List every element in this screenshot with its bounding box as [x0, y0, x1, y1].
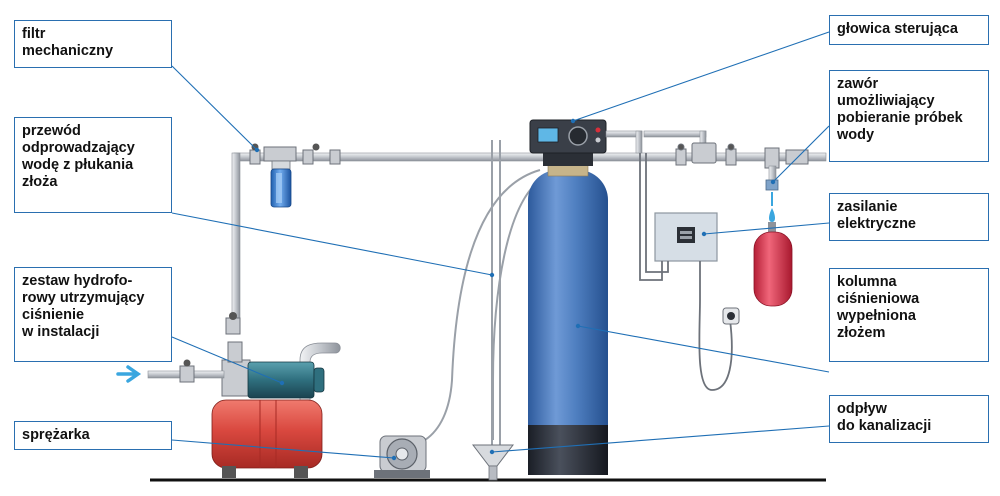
label-glowica-sterujaca: głowica sterująca [829, 15, 989, 45]
label-odplyw-kanalizacja: odpływ do kanalizacji [829, 395, 989, 443]
pressure-column [528, 161, 608, 475]
power-cables [639, 153, 733, 391]
label-filtr-mechaniczny: filtr mechaniczny [14, 20, 172, 68]
mechanical-filter [249, 143, 341, 208]
expansion-vessel [753, 222, 793, 307]
leader-lines [171, 31, 830, 461]
inlet-arrow-icon [116, 365, 142, 383]
label-sprezarka: sprężarka [14, 421, 172, 450]
bypass-valves [675, 142, 737, 166]
hydrophore-set [211, 312, 341, 478]
label-zasilanie-elektryczne: zasilanie elektryczne [829, 193, 989, 241]
label-zestaw-hydroforowy: zestaw hydrofo- rowy utrzymujący ciśnien… [14, 267, 172, 362]
label-kolumna-cisnieniowa: kolumna ciśnieniowa wypełniona złożem [829, 268, 989, 362]
control-head [529, 119, 607, 166]
label-zawor-probki: zawór umożliwiający pobieranie próbek wo… [829, 70, 989, 162]
inlet-valve [179, 359, 195, 383]
power-socket-icon [722, 307, 740, 325]
drain-funnel [471, 444, 515, 481]
water-drop-icon [769, 208, 775, 222]
compressor [374, 435, 430, 478]
electrical-box [654, 212, 718, 262]
label-przewod-odprowadzajacy: przewód odprowadzający wodę z płukania z… [14, 117, 172, 213]
sampling-valve [764, 147, 809, 191]
